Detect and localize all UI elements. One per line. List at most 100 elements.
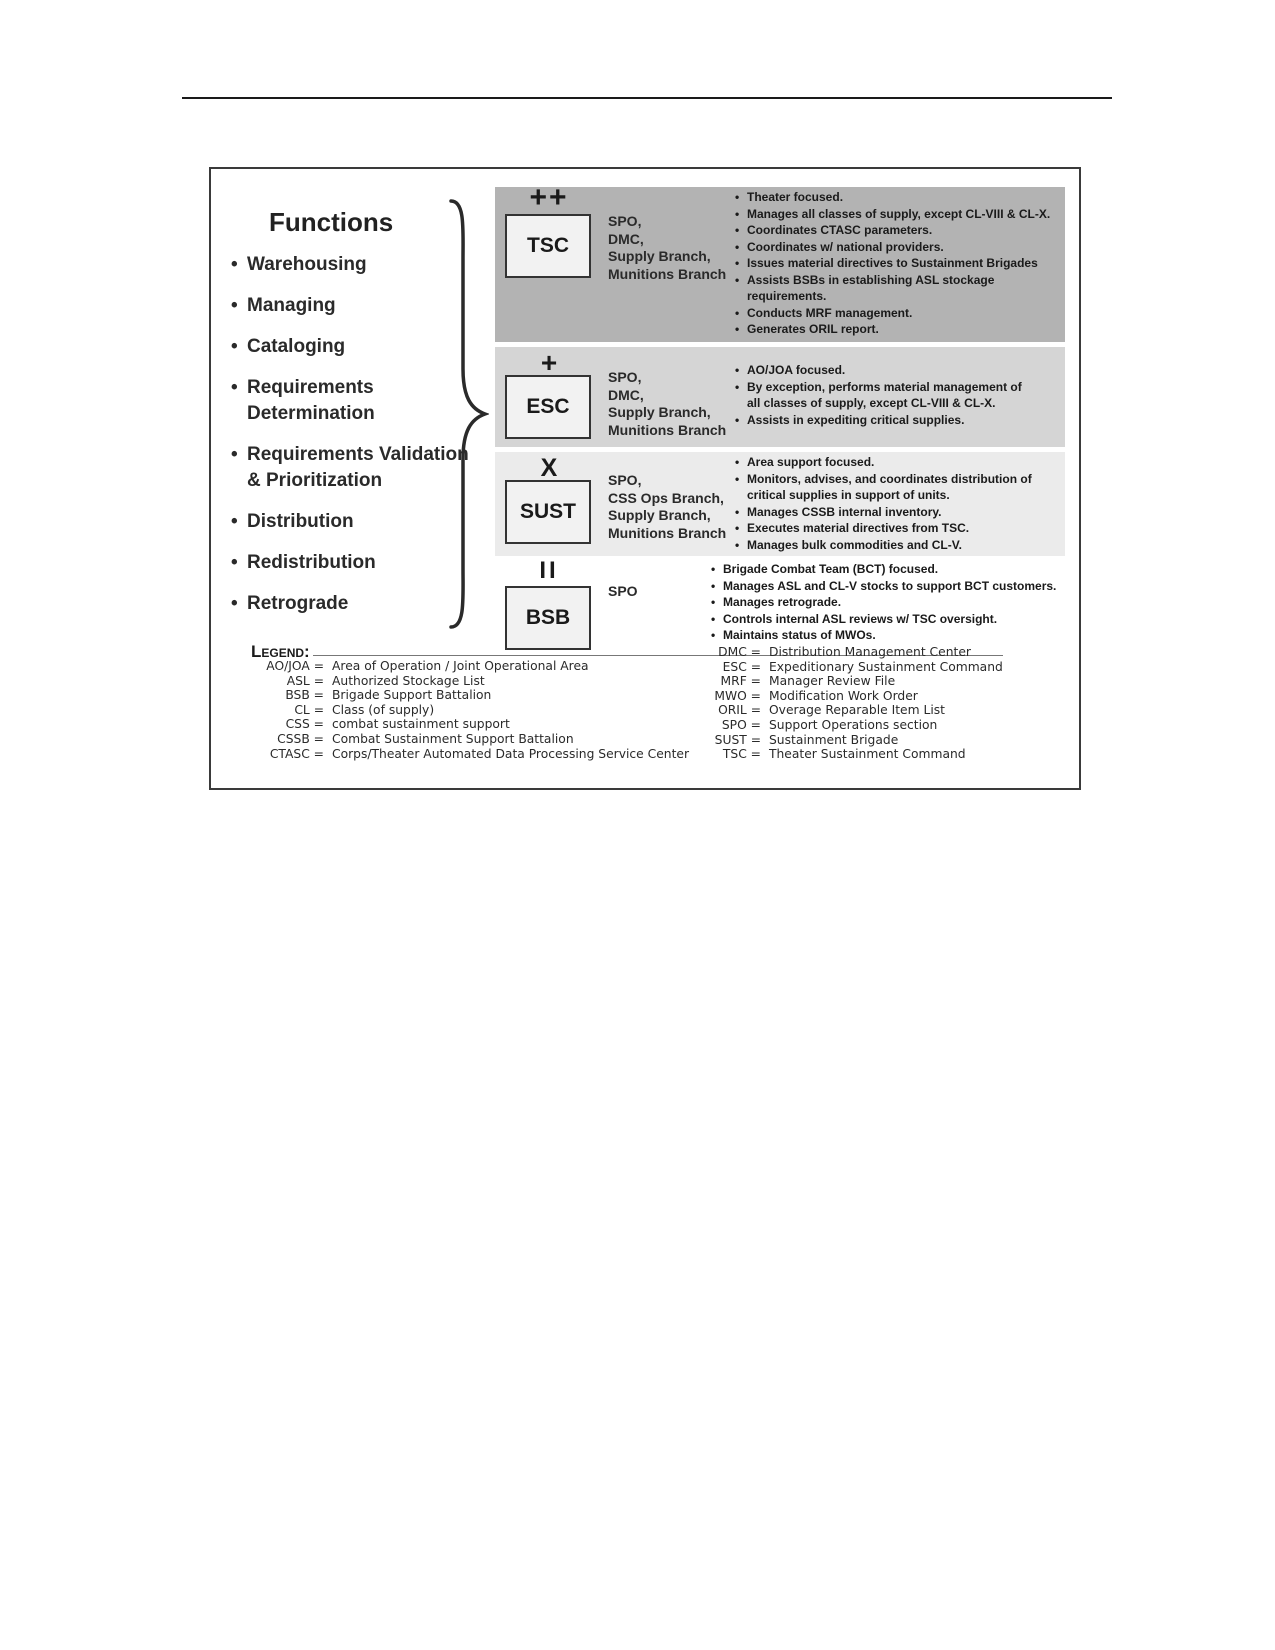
functions-title: Functions (269, 207, 394, 237)
legend-title: Legend: (251, 642, 310, 661)
legend-abbr: BSB = (285, 688, 324, 703)
responsibility-item: Manages bulk commodities and CL-V. (735, 537, 1035, 554)
legend-entry: TSC = Theater Sustainment Command (709, 747, 1003, 762)
staff-item: SPO (608, 583, 638, 599)
legend-entry: BSB = Brigade Support Battalion (251, 688, 689, 703)
staff-sections: SPO (608, 583, 638, 601)
legend-definition: Sustainment Brigade (769, 732, 899, 747)
legend-definition: Class (of supply) (332, 702, 435, 717)
legend-abbr: MRF = (720, 674, 761, 689)
responsibility-item: Brigade Combat Team (BCT) focused. (711, 561, 1061, 578)
legend-divider (313, 655, 1003, 656)
responsibility-item: Coordinates w/ national providers. (735, 239, 1060, 256)
legend-definition: Theater Sustainment Command (769, 747, 966, 762)
responsibility-item: Coordinates CTASC parameters. (735, 222, 1060, 239)
functions-list: Warehousing Managing Cataloging Requirem… (231, 252, 487, 617)
legend-definition: Modification Work Order (769, 688, 918, 703)
function-item: Cataloging (231, 334, 487, 360)
legend-entry: SPO = Support Operations section (709, 718, 1003, 733)
legend-abbr: AO/JOA = (266, 659, 324, 673)
legend-definition: Overage Reparable Item List (769, 703, 945, 718)
responsibility-item: Generates ORIL report. (735, 321, 1060, 338)
staff-item: Munitions Branch (608, 265, 727, 282)
staff-item: CSS Ops Branch, (608, 489, 724, 506)
responsibility-item: Maintains status of MWOs. (711, 627, 1061, 644)
staff-sections: SPO, DMC, Supply Branch, Munitions Branc… (608, 369, 726, 439)
function-item: Requirements Determination (231, 375, 487, 427)
unit-box-sust: SUST (505, 480, 591, 544)
responsibilities-list: Theater focused. Manages all classes of … (735, 189, 1060, 338)
responsibilities-list: Area support focused. Monitors, advises,… (735, 454, 1035, 553)
staff-item: SPO, (608, 213, 642, 229)
page-header-rule (182, 97, 1112, 99)
staff-item: Munitions Branch (608, 524, 727, 541)
legend-abbr: DMC = (718, 645, 761, 659)
legend-abbr: SPO = (721, 717, 761, 732)
legend-definition: Distribution Management Center (769, 645, 971, 659)
responsibility-item: Monitors, advises, and coordinates distr… (735, 471, 1035, 504)
legend-definition: Area of Operation / Joint Operational Ar… (332, 659, 589, 673)
legend-abbr: CSSB = (277, 731, 324, 746)
curly-brace-icon (449, 199, 489, 629)
legend-entry: CTASC = Corps/Theater Automated Data Pro… (251, 747, 689, 762)
tier-sust: X SUST SPO, CSS Ops Branch, Supply Branc… (495, 452, 1065, 556)
staff-item: Munitions Branch (608, 421, 727, 438)
responsibility-item: Conducts MRF management. (735, 305, 1060, 322)
legend-entry: MWO = Modification Work Order (709, 689, 1003, 704)
staff-sections: SPO, CSS Ops Branch, Supply Branch, Muni… (608, 472, 726, 542)
legend-entry: CSS =combat sustainment support (251, 717, 689, 732)
legend-entry: AO/JOA = Area of Operation / Joint Operat… (251, 659, 689, 674)
legend-abbr: ORIL = (718, 703, 761, 718)
responsibility-item: Assists BSBs in establishing ASL stockag… (735, 272, 1007, 305)
staff-sections: SPO, DMC, Supply Branch, Munitions Branc… (608, 213, 726, 283)
legend-entry: CL = Class (of supply) (251, 703, 689, 718)
tier-esc: + ESC SPO, DMC, Supply Branch, Munitions… (495, 347, 1065, 447)
legend-abbr: ESC = (722, 659, 761, 674)
legend-definition: Corps/Theater Automated Data Processing … (332, 746, 690, 761)
responsibility-item: AO/JOA focused. (735, 362, 1035, 379)
responsibility-item: Manages retrograde. (711, 594, 1061, 611)
responsibility-item: Manages CSSB internal inventory. (735, 504, 1035, 521)
legend-abbr: CTASC = (269, 746, 324, 761)
function-item: Distribution (231, 509, 487, 535)
unit-box-esc: ESC (505, 375, 591, 439)
function-item: Requirements Validation & Prioritization (231, 442, 487, 494)
responsibility-item: Manages ASL and CL-V stocks to support B… (711, 578, 1061, 595)
legend-entry: DMC = Distribution Management Center (709, 645, 1003, 660)
legend-definition: Support Operations section (769, 717, 938, 732)
staff-item: DMC, (608, 386, 644, 403)
legend-column-left: AO/JOA = Area of Operation / Joint Operat… (251, 659, 689, 761)
staff-item: Supply Branch, (608, 507, 711, 523)
staff-item: Supply Branch, (608, 404, 711, 420)
unit-box-bsb: BSB (505, 586, 591, 650)
legend-abbr: CL = (294, 702, 324, 717)
responsibility-item: Controls internal ASL reviews w/ TSC ove… (711, 611, 1061, 628)
legend-entry: ASL =Authorized Stockage List (251, 674, 689, 689)
function-item: Redistribution (231, 550, 487, 576)
legend-abbr: TSC = (722, 747, 761, 762)
echelon-symbol: ++ (529, 181, 569, 214)
legend-definition: Manager Review File (769, 674, 896, 689)
unit-box-tsc: TSC (505, 214, 591, 278)
echelon-symbol: X (540, 454, 558, 482)
legend-abbr: MWO = (714, 688, 761, 703)
staff-item: DMC, (608, 230, 644, 247)
staff-item: SPO, (608, 369, 642, 385)
supply-management-figure: Functions Warehousing Managing Catalogin… (209, 167, 1081, 790)
legend-abbr: SUST = (714, 732, 761, 747)
tier-tsc: ++ TSC SPO, DMC, Supply Branch, Munition… (495, 183, 1065, 342)
legend-definition: Authorized Stockage List (332, 673, 485, 688)
legend-entry: MRF = Manager Review File (709, 674, 1003, 689)
responsibility-item: Theater focused. (735, 189, 1060, 206)
staff-item: Supply Branch, (608, 248, 711, 264)
responsibility-item: Issues material directives to Sustainmen… (735, 255, 1060, 272)
legend-entry: ESC =Expeditionary Sustainment Command (709, 660, 1003, 675)
legend-definition: Combat Sustainment Support Battalion (332, 731, 574, 746)
function-item: Retrograde (231, 591, 487, 617)
legend-definition: Brigade Support Battalion (332, 688, 492, 703)
function-item: Managing (231, 293, 487, 319)
staff-item: SPO, (608, 472, 642, 488)
echelon-symbol: + (540, 347, 558, 378)
legend-entry: ORIL = Overage Reparable Item List (709, 703, 1003, 718)
legend-entry: CSSB = Combat Sustainment Support Battali… (251, 732, 689, 747)
